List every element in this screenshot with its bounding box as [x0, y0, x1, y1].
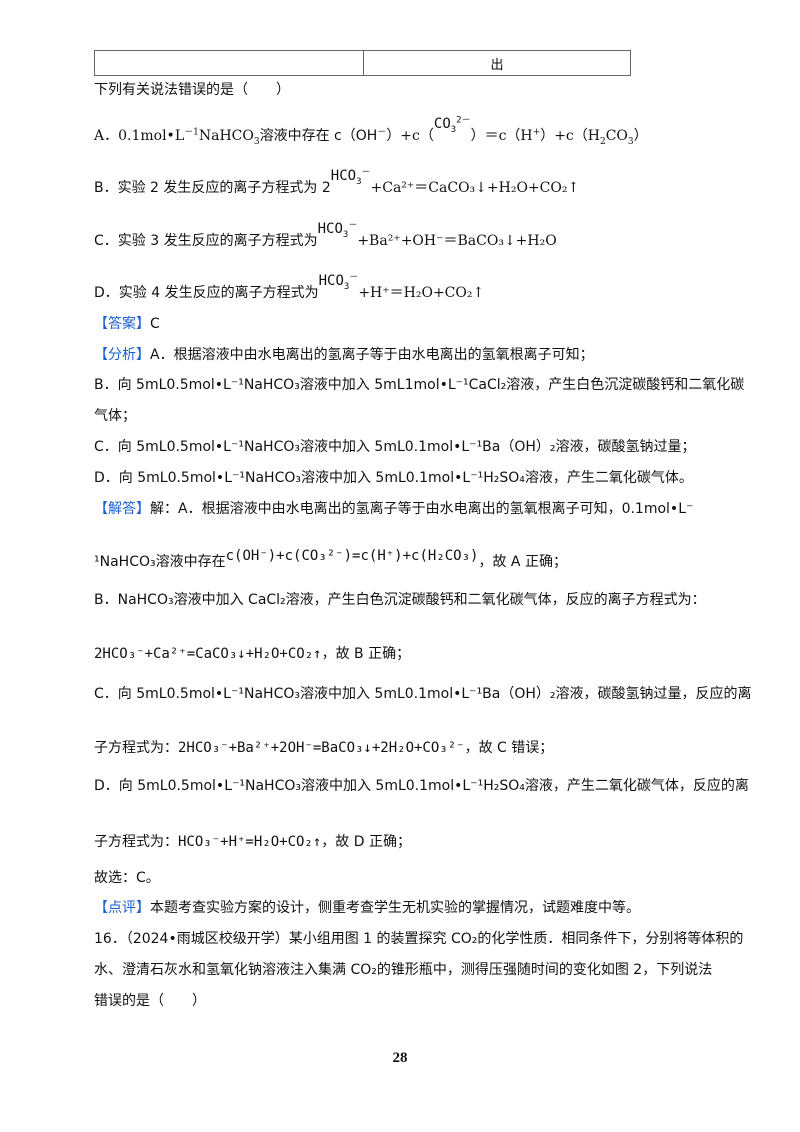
analysis-line-5: D．向 5mL0.5mol•L⁻¹NaHCO₃溶液中加入 5mL0.1mol•L…: [94, 470, 693, 486]
solution-line-5: C．向 5mL0.5mol•L⁻¹NaHCO₃溶液中加入 5mL0.1mol•L…: [94, 686, 752, 702]
option-a: A．0.1mol•L－1NaHCO3溶液中存在 c（OH－）+c（CO32－）＝…: [94, 115, 648, 147]
q16-line-1: 16．（2024•雨城区校级开学）某小组用图 1 的装置探究 CO₂的化学性质．…: [94, 931, 744, 947]
answer-label: 【答案】: [94, 316, 150, 332]
equation-d: HCO₃⁻+H⁺=H₂O+CO₂↑: [178, 834, 322, 850]
answer-value: C: [150, 316, 160, 332]
experiment-table: 出: [94, 50, 631, 76]
equation-a: c(OH⁻)+c(CO₃²⁻)=c(H⁺)+c(H₂CO₃): [225, 548, 479, 564]
bicarbonate-ion: HCO3－: [317, 220, 358, 240]
analysis-line-4: C．向 5mL0.5mol•L⁻¹NaHCO₃溶液中加入 5mL0.1mol•L…: [94, 439, 696, 455]
solution-line-7: D．向 5mL0.5mol•L⁻¹NaHCO₃溶液中加入 5mL0.1mol•L…: [94, 778, 749, 794]
analysis-line-1: 【分析】A．根据溶液中由水电离出的氢离子等于由水电离出的氢氧根离子可知；: [94, 347, 594, 363]
solution-line-2: ¹NaHCO₃溶液中存在c(OH⁻)+c(CO₃²⁻)=c(H⁺)+c(H₂CO…: [94, 548, 567, 570]
solution-line-3: B．NaHCO₃溶液中加入 CaCl₂溶液，产生白色沉淀碳酸钙和二氧化碳气体，反…: [94, 592, 706, 608]
equation-b: 2HCO₃⁻+Ca²⁺=CaCO₃↓+H₂O+CO₂↑: [94, 646, 322, 662]
bicarbonate-ion: HCO3－: [330, 167, 371, 187]
answer-line: 【答案】C: [94, 314, 160, 334]
analysis-line-2: B．向 5mL0.5mol•L⁻¹NaHCO₃溶液中加入 5mL1mol•L⁻¹…: [94, 377, 745, 393]
question-stem: 下列有关说法错误的是（ ）: [94, 82, 290, 98]
q16-line-2: 水、澄清石灰水和氢氧化钠溶液注入集满 CO₂的锥形瓶中，测得压强随时间的变化如图…: [94, 962, 713, 978]
table-cell-left: [94, 50, 364, 76]
solution-line-4: 2HCO₃⁻+Ca²⁺=CaCO₃↓+H₂O+CO₂↑，故 B 正确；: [94, 646, 411, 662]
analysis-line-3: 气体；: [94, 408, 136, 424]
review-line: 【点评】本题考查实验方案的设计，侧重考查学生无机实验的掌握情况，试题难度中等。: [94, 900, 640, 916]
solution-line-8: 子方程式为：HCO₃⁻+H⁺=H₂O+CO₂↑，故 D 正确；: [94, 834, 411, 850]
carbonate-ion: CO32－: [433, 115, 471, 135]
review-label: 【点评】: [94, 900, 150, 916]
option-b: B．实验 2 发生反应的离子方程式为 2HCO3－+Ca²⁺＝CaCO₃↓+H₂…: [94, 167, 580, 196]
equation-c: 2HCO₃⁻+Ba²⁺+2OH⁻=BaCO₃↓+2H₂O+CO₃²⁻: [178, 740, 465, 756]
option-d: D．实验 4 发生反应的离子方程式为HCO3－+H⁺＝H₂O+CO₂↑: [94, 272, 485, 301]
solution-line-1: 【解答】解：A．根据溶液中由水电离出的氢离子等于由水电离出的氢氧根离子可知，0.…: [94, 501, 694, 517]
solution-label: 【解答】: [94, 501, 150, 517]
option-c: C．实验 3 发生反应的离子方程式为HCO3－+Ba²⁺+OH⁻＝BaCO₃↓+…: [94, 220, 557, 249]
bicarbonate-ion: HCO3－: [318, 272, 359, 292]
solution-line-9: 故选：C。: [94, 870, 160, 886]
page-number: 28: [392, 1050, 408, 1066]
analysis-label: 【分析】: [94, 347, 150, 363]
solution-line-6: 子方程式为：2HCO₃⁻+Ba²⁺+2OH⁻=BaCO₃↓+2H₂O+CO₃²⁻…: [94, 740, 554, 756]
q16-line-3: 错误的是（ ）: [94, 993, 206, 1009]
table-cell-right: 出: [363, 50, 631, 76]
